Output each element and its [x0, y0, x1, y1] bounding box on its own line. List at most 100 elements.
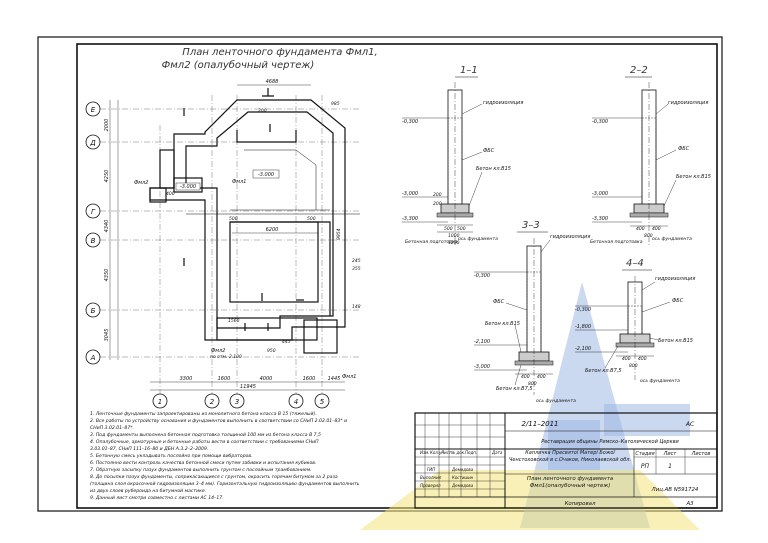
- hdr-date: Дата: [491, 450, 503, 455]
- s22-level2: -3,000: [592, 191, 608, 197]
- s33-concrete: Бетон кл.В15: [485, 321, 520, 327]
- license: Лиц.АВ N591724: [651, 487, 699, 493]
- general-notes: 1. Ленточные фундаменты запроектированы …: [90, 411, 360, 501]
- dim-misc-985: 985: [331, 101, 340, 107]
- s11-dim-500a: 500: [444, 226, 453, 232]
- dim-bottom-1: 3300: [180, 376, 193, 382]
- s11-waterproof: гидроизоляция: [483, 100, 523, 106]
- s11-concrete: Бетон кл.В15: [476, 166, 511, 172]
- s44-dim-400a: 400: [622, 356, 631, 362]
- s33-dim-400a: 400: [521, 374, 530, 380]
- drawing-title-box: План ленточного фундамента Фмл1(опалубоч…: [527, 476, 613, 489]
- dim-bottom-2: 1600: [218, 376, 231, 382]
- dim-total: 11945: [240, 384, 256, 390]
- note-2: 2. Все работы по устройству основания и …: [90, 418, 347, 424]
- copied-label: Копировал: [565, 501, 596, 507]
- s44-dim-400b: 400: [638, 356, 647, 362]
- note-5: 5. Бетонную смесь укладывать послойно пр…: [90, 453, 253, 459]
- dim-top: 4688: [266, 79, 279, 85]
- axis-E: Е: [91, 106, 96, 114]
- level-side-box: [175, 182, 201, 191]
- axis-V: В: [91, 237, 96, 245]
- dim-misc-500b: 500: [307, 216, 316, 222]
- level-box: [252, 169, 280, 179]
- note-6: 6. Постоянно вести контроль качества бет…: [90, 460, 316, 466]
- dim-misc-200: 200: [258, 108, 267, 114]
- dim-misc-445: 445: [282, 339, 291, 345]
- dim-left-5: 3045: [104, 329, 110, 342]
- s11-dim-1000: 1000: [448, 233, 460, 239]
- level-main: -3.000: [258, 172, 274, 178]
- s44-level1: -0,300: [575, 307, 591, 313]
- axis-1: 1: [158, 398, 162, 406]
- s11-level1: -0,300: [402, 119, 418, 125]
- note-8c: из двух слоев рубероида на битумной маст…: [90, 488, 206, 494]
- col-axis-markers: 1 2 3 4 5: [152, 393, 330, 409]
- plan-dim-lines: [109, 84, 345, 391]
- role-done: Выполнил: [420, 475, 442, 480]
- label-fml1-b: Фмл1: [342, 374, 356, 380]
- s33-dim-800: 800: [528, 381, 537, 387]
- s11-dim-200b: 200: [433, 201, 442, 207]
- level-side: -3.000: [180, 184, 196, 190]
- axis-5: 5: [320, 398, 325, 406]
- section-4-4-title: 4–4: [626, 258, 644, 269]
- watermark-logo: [360, 282, 700, 530]
- dim-left-1: 2000: [104, 119, 110, 132]
- level-note: по отм.-2.100: [210, 354, 242, 360]
- stage-hdr: Стадия: [635, 451, 654, 457]
- plan-inner-lines: [186, 149, 360, 215]
- axis-A: А: [90, 354, 96, 362]
- s33-axis: ось фундамента: [536, 398, 576, 404]
- dim-misc-500a: 500: [229, 216, 238, 222]
- dim-bottom-5: 1445: [328, 376, 341, 382]
- note-1: 1. Ленточные фундаменты запроектированы …: [90, 411, 317, 417]
- format-label: А3: [685, 501, 694, 507]
- dim-left-2: 4250: [104, 170, 110, 183]
- label-fml1: Фмл1: [232, 179, 246, 185]
- doc-code: 2/11–2011: [521, 420, 558, 428]
- axis-G: Г: [91, 208, 96, 216]
- role-check: Проверил: [420, 483, 441, 488]
- s11-fbs: ФБС: [483, 148, 495, 154]
- s33-level2: -2,100: [474, 339, 490, 345]
- s11-prep: Бетонная подготовка: [405, 239, 458, 245]
- sheet-value: 1: [668, 463, 672, 470]
- name-check: Демидова: [451, 483, 474, 488]
- dim-bottom-4: 1600: [303, 376, 316, 382]
- axis-B: Б: [91, 307, 96, 315]
- row-axis-markers: Е Д Г В Б А: [85, 101, 101, 365]
- dim-left-4: 4350: [104, 269, 110, 282]
- s22-axis: ось фундамента: [652, 236, 692, 242]
- section-3-3-title: 3–3: [522, 220, 540, 231]
- section-4-4: 4–4 -0,300 -1,800 -2,100 гидроизоляция Ф…: [575, 258, 695, 384]
- hdr-podp: Подп.: [465, 450, 477, 455]
- s22-level3: -3,300: [592, 216, 608, 222]
- s11-dim-500b: 500: [457, 226, 466, 232]
- label-fml2-b: Фмл2: [211, 348, 225, 354]
- s22-waterproof: гидроизоляция: [668, 100, 708, 106]
- section-2-2: 2–2 -0,300 -3,000 -3,300 гидроизоляция Ф…: [590, 65, 711, 245]
- note-7: 7. Обратную засыпку пазух фундаментов вы…: [90, 467, 312, 473]
- object-name: Капличка Пресвятої Матері Божої Ченстохо…: [508, 450, 632, 463]
- s22-concrete: Бетон кл.В15: [676, 174, 711, 180]
- s11-dim-1200: 1200: [448, 240, 460, 246]
- section-3-3: 3–3 -0,300 -2,100 -3,000 гидроизоляция Ф…: [474, 220, 590, 404]
- foundation-outline: [149, 99, 346, 354]
- s11-axis: ось фундамента: [458, 236, 498, 242]
- hdr-kolych: Кол.уч: [430, 450, 444, 455]
- label-fml2: Фмл2: [134, 180, 148, 186]
- s44-concrete: Бетон кл.В15: [658, 338, 693, 344]
- s33-fbs: ФБС: [493, 299, 505, 305]
- dim-misc-400: 400: [166, 191, 175, 197]
- doc-mark: АС: [685, 421, 695, 428]
- s22-level1: -0,300: [592, 119, 608, 125]
- dim-bottom-3: 4000: [260, 376, 273, 382]
- s44-level3: -2,100: [575, 346, 591, 352]
- axis-2: 2: [210, 398, 215, 406]
- note-4b: 3.03.01–87, СНиП 111–16–80 и ДБН А.3.2–2…: [90, 446, 208, 452]
- s44-waterproof: гидроизоляция: [655, 276, 695, 282]
- section-cut-markers: [183, 88, 304, 331]
- s33-level1: -0,300: [474, 273, 490, 279]
